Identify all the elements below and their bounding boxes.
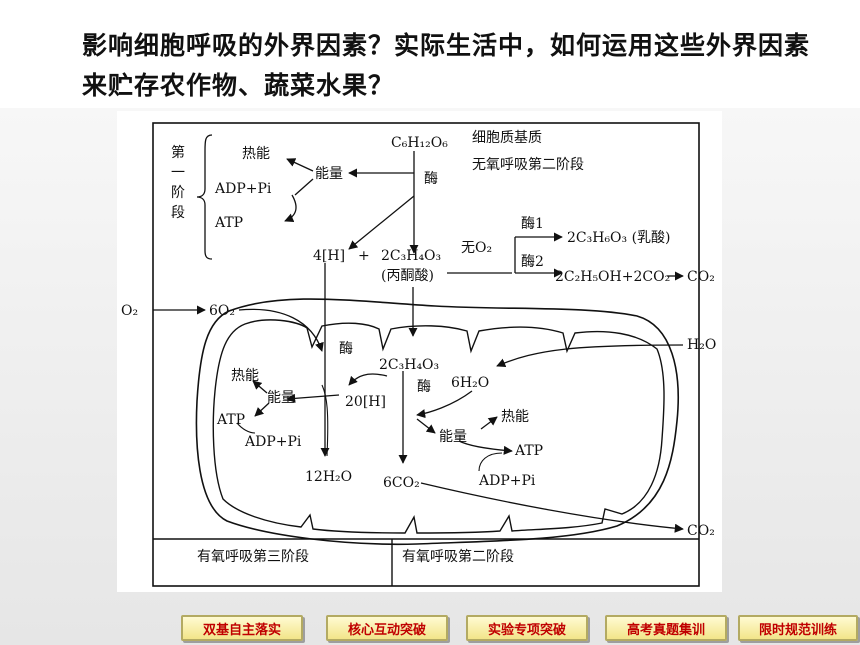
co2-6: 6CO₂	[383, 475, 420, 491]
o2-left: O₂	[121, 303, 138, 319]
arrow-energy-atp-right	[458, 440, 513, 455]
energy-right: 能量	[439, 429, 467, 445]
h2o-6: 6H₂O	[451, 375, 489, 391]
stage1-label-3: 阶	[171, 185, 185, 201]
stage1-bracket	[196, 134, 213, 260]
heat-right: 热能	[501, 409, 529, 425]
atp-right: ATP	[514, 443, 543, 459]
arrow-energy-heat	[286, 158, 314, 172]
enzyme-mito-mid: 酶	[417, 379, 431, 395]
heat-top: 热能	[242, 146, 270, 162]
arrow-to-20h	[348, 373, 388, 386]
adp-left: ADP+Pi	[244, 434, 302, 450]
enzyme-mito-left: 酶	[339, 341, 353, 357]
adp-right: ADP+Pi	[478, 473, 536, 489]
enzyme1-label: 酶1	[521, 216, 544, 232]
cytoplasm-title: 细胞质基质	[472, 129, 542, 146]
stage1-label-2: 一	[171, 165, 185, 181]
adp-top: ADP+Pi	[214, 181, 272, 197]
pyruvate-formula: 2C₃H₄O₃	[381, 248, 441, 264]
nav-button-experiment[interactable]: 实验专项突破	[466, 615, 588, 641]
plus-sign: +	[358, 248, 370, 264]
arrow-6h2o	[416, 390, 473, 419]
energy-left: 能量	[267, 390, 295, 406]
co2-upper: CO₂	[687, 269, 715, 285]
arrow-h2o-in	[496, 344, 684, 367]
diagram-svg: 第 一 阶 段 热能 能量 ADP+Pi ATP C₆H₁₂O₆ 酶 细胞质基质…	[121, 122, 716, 587]
line-atp-adp-left	[236, 422, 256, 434]
heat-left: 热能	[231, 368, 259, 384]
pyruvate-mito: 2C₃H₄O₃	[379, 357, 439, 373]
ethanol-product: 2C₂H₅OH+2CO₂	[555, 269, 670, 285]
atp-top: ATP	[214, 215, 243, 231]
mitochondrion-outer-membrane	[195, 298, 680, 546]
aerobic-stage3: 有氧呼吸第三阶段	[197, 548, 309, 565]
enzyme-top: 酶	[424, 171, 438, 187]
anaerobic-stage2: 无氧呼吸第二阶段	[472, 156, 584, 173]
o2-6: 6O₂	[209, 303, 235, 319]
cellular-respiration-diagram: 第 一 阶 段 热能 能量 ADP+Pi ATP C₆H₁₂O₆ 酶 细胞质基质…	[117, 111, 722, 592]
enzyme2-label: 酶2	[521, 254, 544, 270]
arrow-adp-atp	[284, 194, 297, 223]
pyruvate-name: (丙酮酸)	[381, 268, 434, 284]
glucose-label: C₆H₁₂O₆	[391, 135, 448, 151]
co2-lower: CO₂	[687, 523, 715, 539]
line-energy-adp	[294, 178, 314, 196]
mitochondrion-inner-membrane	[212, 319, 665, 534]
cell-border	[152, 122, 700, 587]
energy-top: 能量	[315, 166, 343, 182]
no-o2-label: 无O₂	[461, 240, 492, 256]
h20-label: 20[H]	[345, 394, 386, 410]
arrow-energy-heat-left	[252, 380, 268, 394]
arrow-energy-heat-right	[480, 416, 498, 430]
h2o-right: H₂O	[687, 337, 716, 353]
arrow-glucose-4h	[348, 195, 415, 250]
h4-label: 4[H]	[313, 248, 345, 264]
nav-button-core[interactable]: 核心互动突破	[326, 615, 448, 641]
question-text: 影响细胞呼吸的外界因素？实际生活中，如何运用这些外界因素来贮存农作物、蔬菜水果？	[82, 31, 811, 100]
line-adp-atp-right	[478, 452, 503, 472]
aerobic-stage2: 有氧呼吸第二阶段	[402, 548, 514, 565]
arrow-to-energy-right	[416, 418, 436, 434]
arrow-20h-energy	[286, 393, 340, 403]
h2o-12: 12H₂O	[305, 469, 352, 485]
arrow-6o2	[238, 308, 324, 352]
arrow-co2-out	[420, 482, 684, 533]
stage1-label-4: 段	[171, 205, 185, 221]
lactic-product: 2C₃H₆O₃ (乳酸)	[567, 230, 671, 246]
stage1-label-1: 第	[171, 144, 185, 161]
nav-button-exam[interactable]: 高考真题集训	[605, 615, 727, 641]
line-20h-water	[321, 384, 329, 457]
arrow-energy-atp-left	[254, 402, 270, 417]
bottom-navigation: 双基自主落实 核心互动突破 实验专项突破 高考真题集训 限时规范训练	[0, 610, 860, 645]
nav-button-basics[interactable]: 双基自主落实	[181, 615, 303, 641]
nav-button-timed[interactable]: 限时规范训练	[738, 615, 858, 641]
atp-left: ATP	[216, 412, 245, 428]
